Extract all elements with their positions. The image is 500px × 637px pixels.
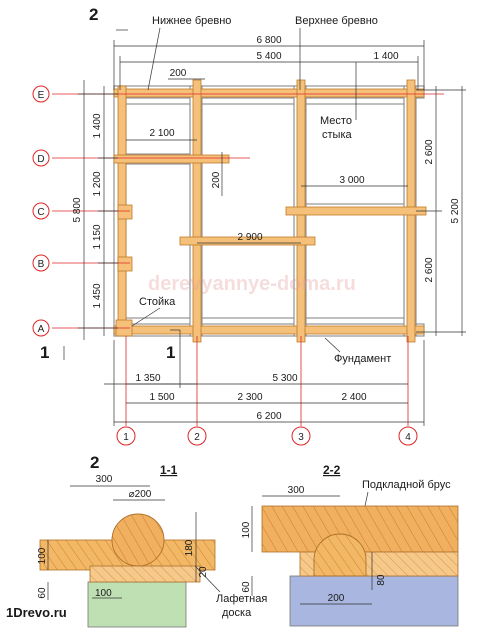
- left-dimensions: [78, 80, 118, 340]
- right-dimensions: [416, 86, 466, 336]
- axis-label-2: 2: [194, 432, 200, 443]
- axis-label-d: D: [37, 154, 44, 165]
- post-label: Стойка: [139, 296, 176, 308]
- dim-2400: 2 400: [341, 392, 366, 403]
- dim-1500: 1 500: [149, 392, 174, 403]
- s2-dim-100: 100: [241, 521, 252, 538]
- dim-200-inner: 200: [211, 171, 222, 188]
- s1-log-strip: [89, 565, 201, 583]
- s2-half-log: [313, 533, 367, 577]
- section-2-2-title: 2-2: [323, 463, 341, 477]
- dim-6800: 6 800: [256, 35, 281, 46]
- section-mark-top: 2: [89, 5, 98, 24]
- axis-letter-bubbles: E D C B A: [32, 85, 50, 337]
- s1-round-log: [111, 513, 165, 567]
- s1-dim-60: 60: [37, 587, 48, 599]
- s2-dim-80: 80: [376, 574, 387, 586]
- s2-foundation-block: [289, 575, 459, 627]
- bottom-dimensions: [104, 330, 425, 426]
- lower-log-label: Нижнее бревно: [152, 15, 231, 27]
- s2-dim-300: 300: [288, 485, 305, 496]
- section-mark-bottom: 2: [90, 453, 99, 472]
- dim-3000: 3 000: [339, 175, 364, 186]
- section-mark-left: 1: [40, 343, 49, 362]
- dim-2900: 2 900: [237, 232, 262, 243]
- s1-dim-100: 100: [37, 547, 48, 564]
- dim-200-top: 200: [170, 68, 187, 79]
- axis-label-1: 1: [123, 432, 129, 443]
- s2-dim-200: 200: [328, 593, 345, 604]
- dim-1400-left: 1 400: [92, 113, 103, 138]
- section-1-1: 2 1-1 300 ⌀200 180 100 20 60 100 Лафетна…: [37, 453, 267, 628]
- s1-dim-300: 300: [96, 474, 113, 485]
- post-leader: [131, 307, 161, 327]
- top-dimensions: [113, 29, 425, 120]
- dim-1450: 1 450: [92, 283, 103, 308]
- foundation-leader: [324, 337, 341, 353]
- dim-2300: 2 300: [237, 392, 262, 403]
- section-mark-middle: 1: [166, 343, 175, 362]
- dim-5300: 5 300: [272, 373, 297, 384]
- dim-2600-lower: 2 600: [424, 257, 435, 282]
- section-2-2: 2-2 Подкладной брус 300 100 80 60 200: [241, 463, 459, 627]
- axis-label-3: 3: [298, 432, 304, 443]
- dim-1200: 1 200: [92, 171, 103, 196]
- dim-1150: 1 150: [92, 224, 103, 249]
- axis-label-b: B: [38, 259, 45, 270]
- axis-label-e: E: [38, 90, 45, 101]
- dim-1400-top: 1 400: [373, 51, 398, 62]
- s1-dim-180: 180: [184, 539, 195, 556]
- axis-label-c: C: [37, 207, 44, 218]
- joint-place-label-1: Место: [320, 115, 352, 127]
- foundation-label: Фундамент: [334, 353, 391, 365]
- s1-foundation-block: [87, 581, 187, 628]
- dim-5800: 5 800: [72, 197, 83, 222]
- dim-2600-upper: 2 600: [424, 139, 435, 164]
- lower-log-leader: [147, 27, 161, 91]
- dim-1350: 1 350: [135, 373, 160, 384]
- axis-number-bubbles: 1 2 3 4: [116, 426, 418, 446]
- dim-5200: 5 200: [450, 198, 461, 223]
- lafet-board-label-1: Лафетная: [216, 593, 267, 605]
- dim-2100: 2 100: [149, 128, 174, 139]
- upper-log-label: Верхнее бревно: [295, 15, 378, 27]
- axis-label-4: 4: [405, 432, 411, 443]
- s1-dim-20: 20: [198, 566, 209, 578]
- s1-dim-d200: ⌀200: [129, 489, 152, 500]
- sub-beam-label: Подкладной брус: [362, 479, 451, 491]
- interior-dimensions: [126, 139, 408, 244]
- axis-label-a: A: [38, 324, 45, 335]
- joint-place-label-2: стыка: [322, 129, 352, 141]
- dim-6200: 6 200: [256, 411, 281, 422]
- brand-text: 1Drevo.ru: [6, 605, 67, 620]
- lafet-board-label-2: доска: [222, 607, 252, 619]
- section-1-1-title: 1-1: [160, 463, 178, 477]
- watermark-text: derevyannye-doma.ru: [148, 273, 356, 295]
- s2-dim-60: 60: [241, 581, 252, 593]
- s1-dim-100-width: 100: [95, 588, 112, 599]
- dim-5400: 5 400: [256, 51, 281, 62]
